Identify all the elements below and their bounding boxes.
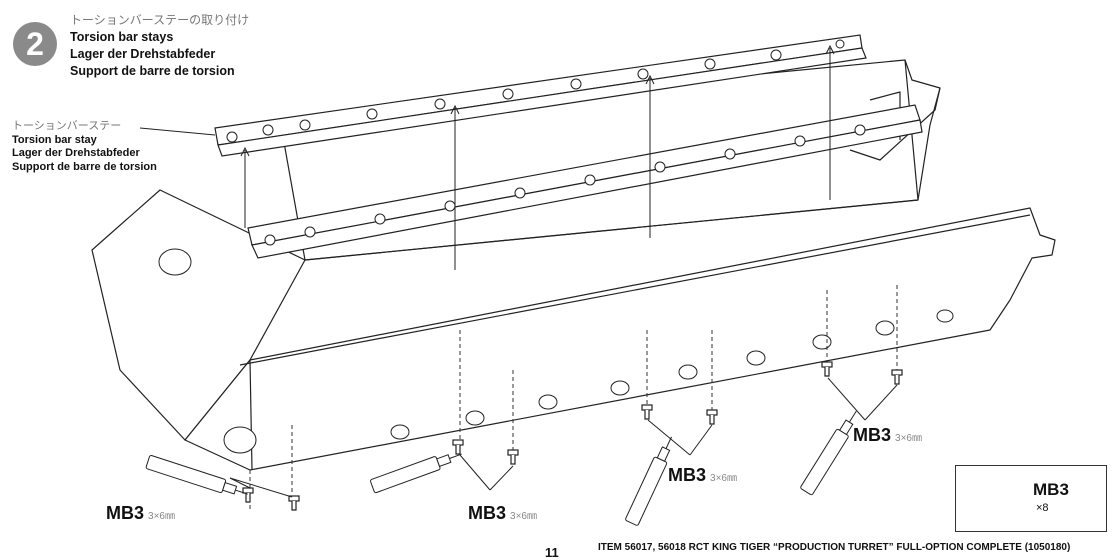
part-code: MB3 [468, 503, 507, 523]
step-title-fr: Support de barre de torsion [70, 64, 235, 78]
hull-near-side [184, 207, 1056, 471]
callout-de: Lager der Drehstabfeder [12, 147, 140, 159]
part-size: 3×6㎜ [510, 511, 537, 522]
step-title-en: Torsion bar stays [70, 30, 174, 44]
part-code: MB3 [668, 465, 707, 485]
step-title: トーションバーステーの取り付け Torsion bar stays Lager … [70, 12, 249, 80]
callout-fr: Support de barre de torsion [12, 160, 157, 173]
step-title-de: Lager der Drehstabfeder [70, 47, 216, 61]
part-size: 3×6㎜ [710, 473, 737, 484]
torsion-bar-stay-callout: トーションバーステー Torsion bar stay Lager der Dr… [12, 120, 157, 174]
lower-stay-holes [264, 124, 866, 246]
part-code: MB3 [106, 503, 145, 523]
page-number: 11 [545, 545, 559, 560]
parts-legend-box [955, 465, 1107, 532]
step-title-jp: トーションバーステーの取り付け [70, 13, 250, 27]
label-pointers [139, 127, 898, 498]
lower-torsion-bar-stay [247, 104, 923, 259]
callout-en: Torsion bar stay [12, 133, 97, 146]
item-description: ITEM 56017, 56018 RCT KING TIGER “PRODUC… [598, 542, 1071, 553]
hull-side-holes [158, 248, 954, 454]
legend-part-code: MB3 [1033, 480, 1069, 499]
part-size: 3×6㎜ [148, 511, 175, 522]
glue-tube-icon [145, 410, 857, 526]
legend-quantity: ×8 [1036, 502, 1049, 514]
part-code: MB3 [853, 425, 892, 445]
callout-jp: トーションバーステー [12, 120, 122, 132]
step-number-badge: 2 [13, 22, 57, 66]
assembly-arrows [240, 44, 835, 270]
part-size: 3×6㎜ [895, 433, 922, 444]
screw-icon [242, 361, 903, 511]
upper-stay-holes [226, 39, 845, 143]
guide-lines [249, 285, 898, 510]
